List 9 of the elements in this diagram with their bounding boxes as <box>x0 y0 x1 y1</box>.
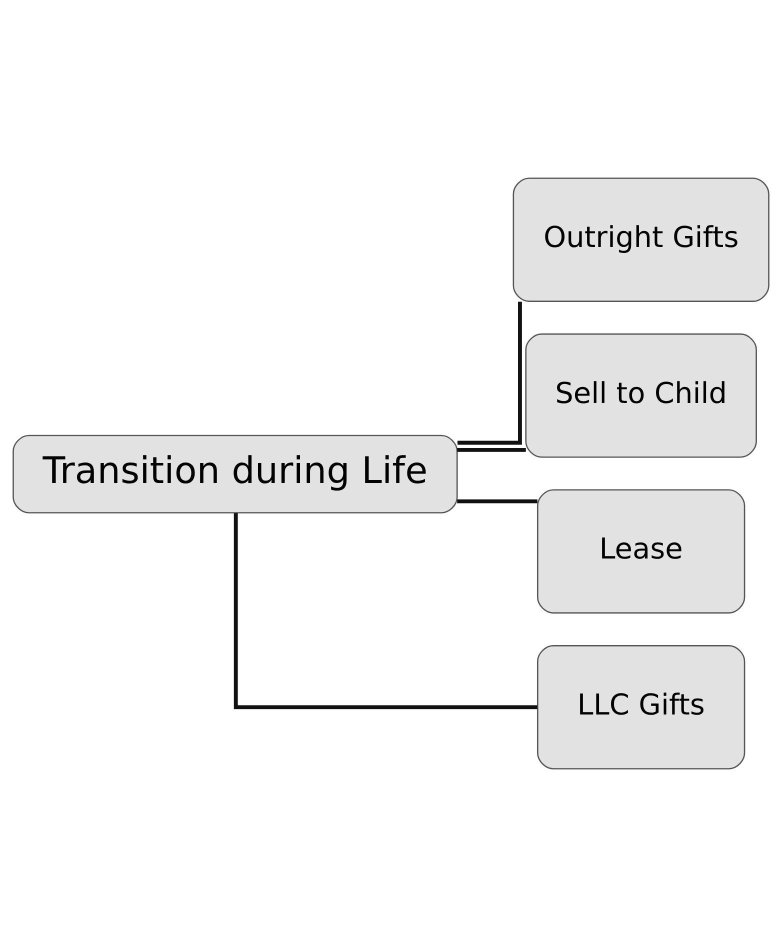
connector <box>457 448 526 452</box>
connector <box>234 513 538 710</box>
connector <box>457 499 538 504</box>
node-box: LLC Gifts <box>537 645 746 770</box>
connector <box>457 302 522 445</box>
node-box: Sell to Child <box>525 333 757 458</box>
node-box: Lease <box>537 489 746 614</box>
node-box: Outright Gifts <box>512 178 770 302</box>
node-box: Transition during Life <box>12 434 458 514</box>
